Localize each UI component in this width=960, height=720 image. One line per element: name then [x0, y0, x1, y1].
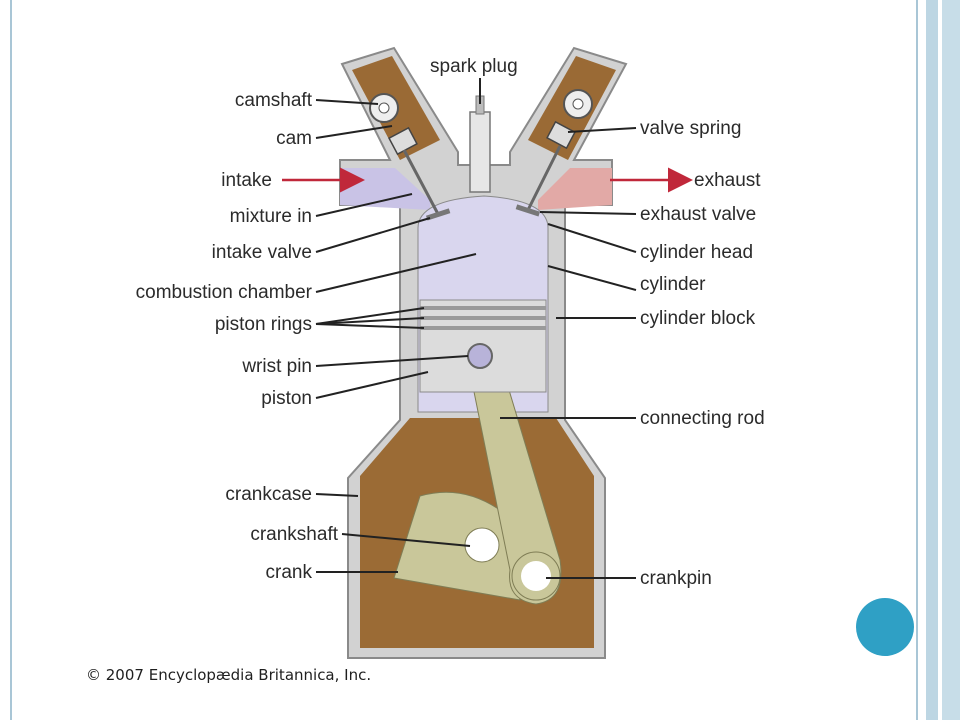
leader-piston-rings-2 [315, 317, 425, 325]
side-decoration-bar [926, 0, 938, 720]
label-cylinder-block: cylinder block [640, 308, 756, 329]
label-piston: piston [261, 388, 312, 409]
leader-cylinder-head [547, 223, 637, 253]
label-cylinder: cylinder [640, 274, 706, 295]
label-combustion-chamber: combustion chamber [136, 282, 313, 303]
left-frame-line [10, 0, 12, 720]
leader-cam [315, 125, 393, 139]
leader-intake-valve [315, 217, 431, 253]
exhaust-valve-spring [546, 120, 576, 150]
side-decoration-bar-outer [942, 0, 960, 720]
leader-cylinder [547, 265, 637, 291]
copyright-notice: © 2007 Encyclopædia Britannica, Inc. [86, 666, 371, 684]
label-exhaust-valve: exhaust valve [640, 204, 756, 225]
leader-piston-rings-1 [315, 307, 425, 325]
intake-valve-stem [402, 149, 440, 215]
leader-lines [315, 78, 637, 579]
label-crank: crank [266, 562, 313, 583]
leader-valve-spring [567, 127, 637, 133]
crankshaft-hole [464, 527, 500, 563]
crankpin-hole [521, 561, 551, 591]
intake-cam-center [378, 102, 390, 114]
connecting-rod-shape [469, 359, 562, 605]
intake-valve-spring [388, 126, 418, 156]
leader-piston-rings-3 [315, 323, 425, 329]
leader-crankcase [315, 493, 359, 497]
piston-ring-2 [420, 316, 546, 320]
wrist-pin-shape [467, 343, 493, 369]
exhaust-port [538, 168, 612, 210]
label-spark-plug: spark plug [430, 56, 518, 77]
label-connecting-rod: connecting rod [640, 408, 765, 429]
right-frame-line [916, 0, 918, 720]
spark-plug-shape [469, 111, 491, 193]
exhaust-cam-center [572, 98, 584, 110]
piston-ring-1 [420, 306, 546, 310]
label-piston-rings: piston rings [215, 314, 312, 335]
leader-camshaft [315, 99, 379, 105]
leader-crankshaft [341, 533, 471, 547]
leader-mixture-in [315, 193, 413, 217]
leader-piston [315, 371, 429, 399]
label-intake: intake [221, 170, 272, 191]
piston-ring-3 [420, 326, 546, 330]
label-crankcase: crankcase [225, 484, 312, 505]
label-crankshaft: crankshaft [250, 524, 338, 545]
label-cam: cam [276, 128, 312, 149]
label-camshaft: camshaft [235, 90, 313, 111]
label-wrist-pin: wrist pin [241, 356, 312, 377]
label-cylinder-head: cylinder head [640, 242, 753, 263]
leader-exhaust-valve [539, 211, 637, 215]
leader-wrist-pin [315, 355, 469, 367]
label-mixture-in: mixture in [230, 206, 312, 227]
exhaust-valve-head [515, 204, 541, 217]
accent-circle-icon [856, 598, 914, 656]
label-crankpin: crankpin [640, 568, 712, 589]
label-intake-valve: intake valve [212, 242, 312, 263]
exhaust-valve-stem [526, 145, 562, 211]
label-valve-spring: valve spring [640, 118, 741, 139]
intake-valve-head [425, 208, 451, 221]
label-exhaust: exhaust [694, 170, 761, 191]
leader-combustion-chamber [315, 253, 477, 293]
